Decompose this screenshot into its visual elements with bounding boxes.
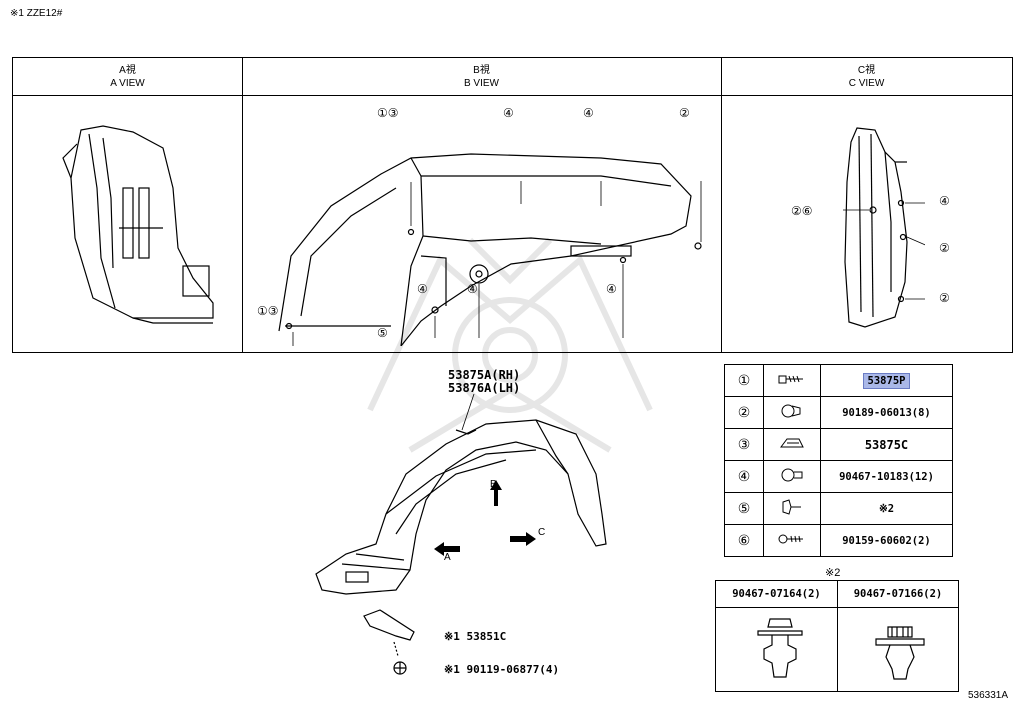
- callout-4-e: ④: [606, 282, 617, 296]
- row-index: ④: [724, 460, 764, 493]
- lower-parts-drawing: [363, 609, 415, 675]
- sub-part-number[interactable]: 90467-07164(2): [716, 581, 838, 608]
- direction-label-c: C: [538, 527, 546, 538]
- view-b-title-jp: B視: [473, 65, 490, 76]
- row-index: ①: [724, 364, 764, 397]
- table-row: ③ 53875C: [724, 428, 953, 461]
- table-row: ② 90189-06013(8): [724, 396, 953, 429]
- part-label-rh: 53875A(RH): [448, 368, 521, 382]
- clip-icon: [763, 396, 821, 429]
- view-c-title-en: C VIEW: [848, 78, 885, 89]
- watermark-emblem: [367, 237, 653, 453]
- fastener-icon: [763, 492, 821, 525]
- view-b-header: B視 B VIEW: [242, 58, 721, 96]
- lower-part-screw: ※1 90119-06877(4): [444, 663, 560, 676]
- retainer-icon: [763, 428, 821, 461]
- view-a-title-en: A VIEW: [110, 78, 145, 89]
- view-c-header: C視 C VIEW: [721, 58, 1012, 96]
- callout-2-c: ②: [939, 241, 950, 255]
- callout-5: ⑤: [377, 326, 388, 340]
- row-index: ③: [724, 428, 764, 461]
- view-a-header: A視 A VIEW: [13, 58, 242, 96]
- row-index: ⑥: [724, 524, 764, 557]
- table-row: ⑤ ※2: [724, 492, 953, 525]
- push-clip-slotted-icon: [875, 626, 925, 680]
- lower-part-bracket: ※1 53851C: [444, 630, 507, 643]
- row-index: ⑤: [724, 492, 764, 525]
- screw-grommet-icon: [763, 364, 821, 397]
- table-row: ④ 90467-10183(12): [724, 460, 953, 493]
- view-c-drawing: [843, 127, 925, 328]
- push-rivet-icon: [763, 460, 821, 493]
- model-note: ※1 ZZE12#: [10, 8, 63, 19]
- callout-2-b: ②: [679, 106, 690, 120]
- callout-1-3-top: ①③: [377, 106, 399, 120]
- direction-label-b: B: [490, 479, 497, 490]
- view-c-title-jp: C視: [857, 65, 876, 76]
- part-number[interactable]: ※2: [820, 492, 953, 525]
- view-b-title-en: B VIEW: [463, 78, 499, 89]
- part-label-lh: 53876A(LH): [448, 381, 521, 395]
- callout-2-d: ②: [939, 291, 950, 305]
- row-index: ②: [724, 396, 764, 429]
- callout-4-f: ④: [939, 194, 950, 208]
- callout-1-3-bottom: ①③: [257, 304, 279, 318]
- callout-4-a: ④: [503, 106, 514, 120]
- sub-part-number[interactable]: 90467-07166(2): [838, 581, 958, 608]
- part-number[interactable]: 90189-06013(8): [820, 396, 953, 429]
- view-a-title-jp: A視: [119, 65, 136, 76]
- parts-table: ① 53875P ② 90189-06013(8) ③ 53875C ④ 904…: [724, 364, 953, 557]
- push-clip-icon: [757, 618, 803, 678]
- callout-4-d: ④: [467, 282, 478, 296]
- table-row: ① 53875P: [724, 364, 953, 397]
- fender-liner-drawing: [315, 394, 607, 595]
- figure-id: 536331A: [968, 690, 1009, 701]
- view-b-drawing: [278, 153, 702, 346]
- bolt-icon: [763, 524, 821, 557]
- sub-parts-mark: ※2: [825, 567, 841, 579]
- callout-4-c: ④: [417, 282, 428, 296]
- part-number-highlighted[interactable]: 53875P: [862, 372, 911, 389]
- sub-parts-box: 90467-07164(2) 90467-07166(2): [715, 580, 959, 692]
- callout-4-b: ④: [583, 106, 594, 120]
- callout-2-6: ②⑥: [791, 204, 813, 218]
- part-number[interactable]: 90467-10183(12): [820, 460, 953, 493]
- views-panel: A視 A VIEW B視 B VIEW C視 C VIEW: [12, 57, 1013, 353]
- part-number[interactable]: 90159-60602(2): [820, 524, 953, 557]
- part-number[interactable]: 53875C: [820, 428, 953, 461]
- view-a-drawing: [62, 125, 214, 324]
- direction-label-a: A: [444, 552, 451, 563]
- table-row: ⑥ 90159-60602(2): [724, 524, 953, 557]
